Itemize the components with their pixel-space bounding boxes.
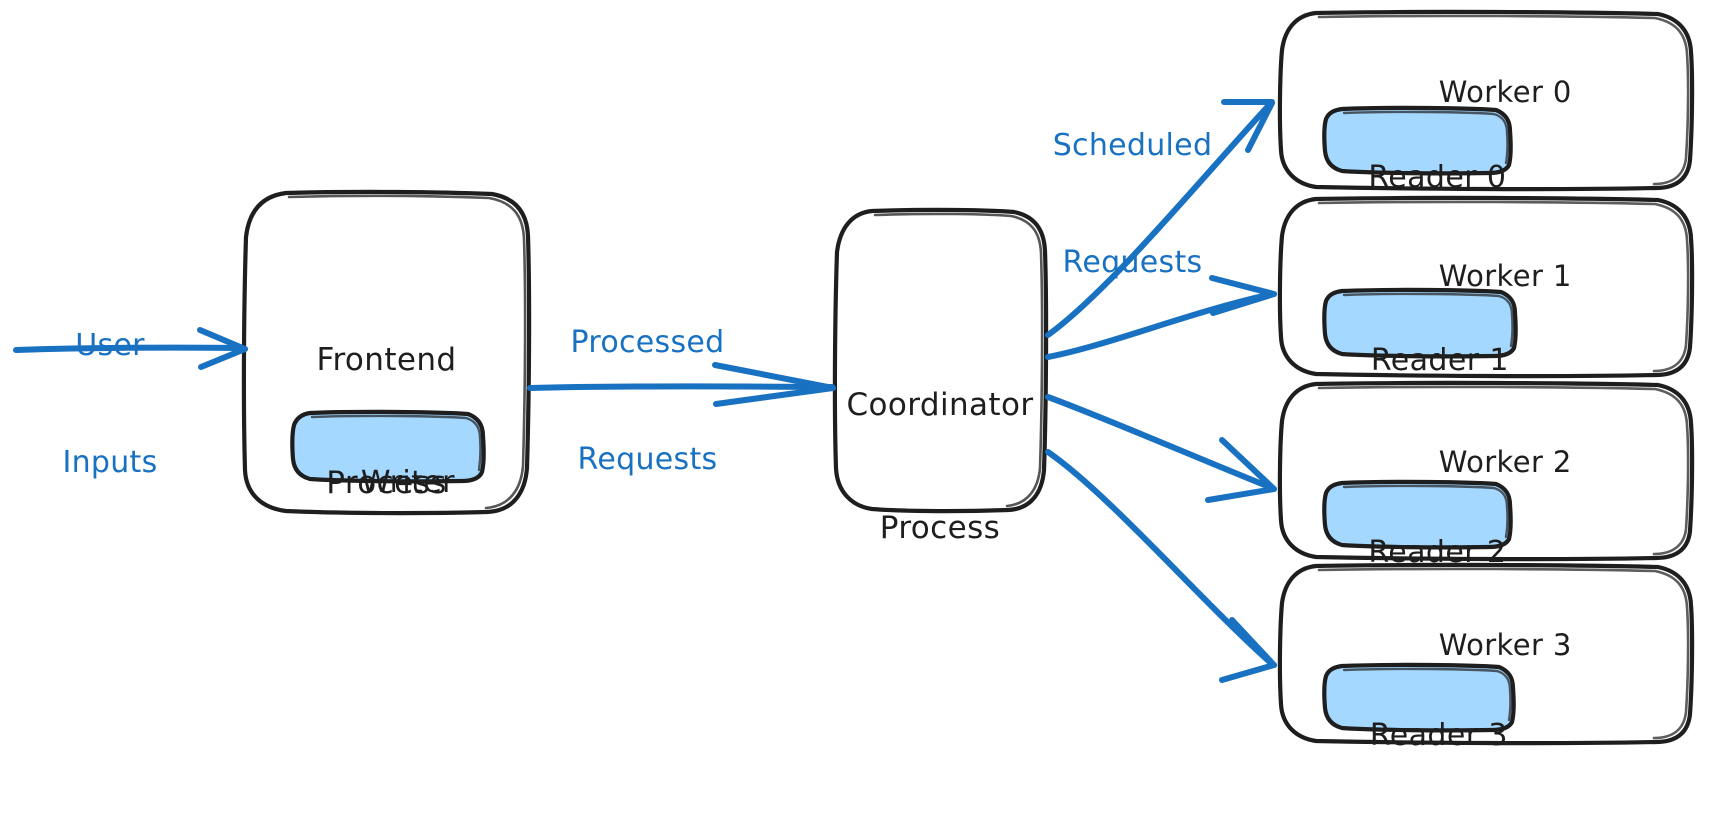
worker-0-box-outline [1277, 9, 1695, 192]
arrow-user-to-frontend [13, 327, 248, 370]
arrow-coordinator-to-worker1 [1045, 275, 1277, 360]
writer-box-outline [290, 409, 486, 484]
arrow-frontend-to-coordinator [527, 362, 836, 407]
frontend-process-box-outline [241, 189, 532, 516]
arrow-coordinator-to-worker2 [1045, 394, 1277, 503]
worker-1-box-outline [1277, 195, 1695, 379]
reader-1-box-outline [1322, 287, 1518, 359]
worker-2-box-outline [1277, 380, 1695, 562]
reader-0-box-outline [1322, 105, 1513, 176]
worker-3-box-outline [1277, 562, 1695, 746]
reader-3-box-outline [1322, 662, 1516, 733]
arrow-coordinator-to-worker0 [1045, 99, 1275, 338]
reader-2-box-outline [1322, 479, 1513, 550]
arrow-coordinator-to-worker3 [1045, 449, 1277, 683]
coordinator-process-box-outline [832, 207, 1049, 514]
